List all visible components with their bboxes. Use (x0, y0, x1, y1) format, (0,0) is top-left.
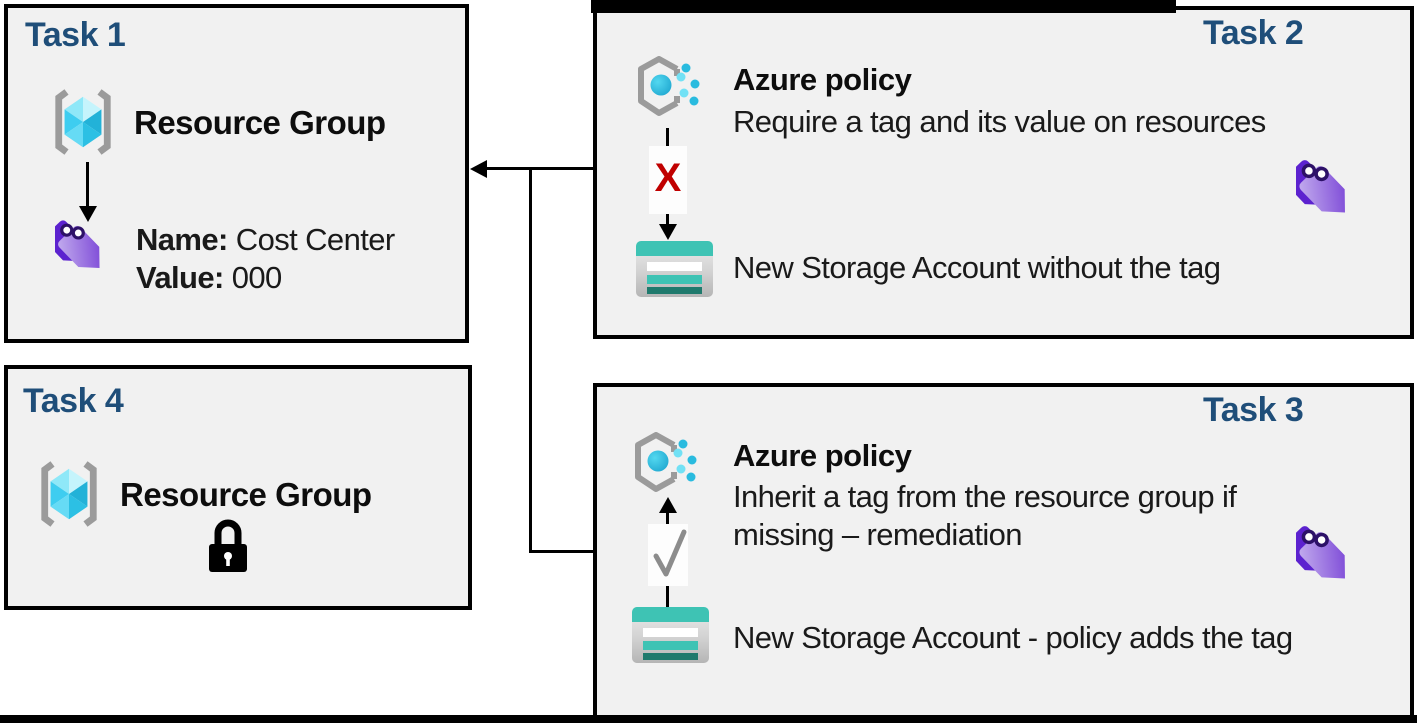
task4-resource-group-label: Resource Group (120, 476, 372, 513)
resource-group-icon (50, 86, 116, 158)
connector-horizontal-from-task3 (529, 550, 595, 553)
task2-box (593, 6, 1414, 339)
tag-value-value: 000 (231, 260, 283, 295)
task4-title: Task 4 (23, 382, 124, 420)
task1-down-arrowhead (79, 206, 97, 222)
task1-tag-icon (55, 216, 115, 290)
task1-tag-value-line: Value: 000 (136, 260, 282, 296)
top-edge-bar (591, 0, 1176, 13)
tag-name-label: Name: (136, 222, 228, 257)
task2-azure-policy-icon (636, 56, 712, 122)
task2-down-arrowhead (658, 224, 677, 240)
lock-icon (206, 518, 250, 574)
task1-down-arrow-line (86, 162, 89, 208)
bottom-edge-bar (0, 715, 1417, 723)
tag-name-value: Cost Center (235, 222, 395, 257)
task2-storage-label: New Storage Account without the tag (733, 250, 1221, 285)
connector-left-arrowhead (470, 160, 487, 178)
task3-policy-heading: Azure policy (733, 438, 912, 473)
task4-resource-group-icon (36, 458, 102, 530)
deny-x-mark: X (654, 156, 682, 200)
task3-policy-description-line1: Inherit a tag from the resource group if (733, 479, 1237, 514)
task3-azure-policy-icon (633, 432, 709, 498)
task2-deny-mask (649, 146, 687, 214)
connector-vertical-line (529, 167, 532, 553)
task1-tag-name-line: Name: Cost Center (136, 222, 395, 258)
task2-title: Task 2 (1203, 14, 1304, 52)
task2-storage-account-icon (635, 240, 714, 298)
task3-title: Task 3 (1203, 391, 1304, 429)
task2-policy-description: Require a tag and its value on resources (733, 104, 1266, 139)
task3-storage-label: New Storage Account - policy adds the ta… (733, 620, 1293, 655)
task1-resource-group-label: Resource Group (134, 104, 386, 141)
task3-storage-account-icon (631, 606, 710, 664)
task1-title: Task 1 (25, 16, 126, 54)
tag-value-label: Value: (136, 260, 224, 295)
task3-tag-icon (1296, 522, 1362, 602)
connector-horizontal-to-task1 (486, 167, 595, 170)
task3-up-arrowhead (658, 497, 677, 513)
task1-box (4, 4, 469, 343)
task2-tag-icon (1296, 156, 1362, 236)
check-mark-icon (645, 524, 691, 586)
task2-policy-heading: Azure policy (733, 62, 912, 97)
task3-policy-description-line2: missing – remediation (733, 517, 1023, 552)
